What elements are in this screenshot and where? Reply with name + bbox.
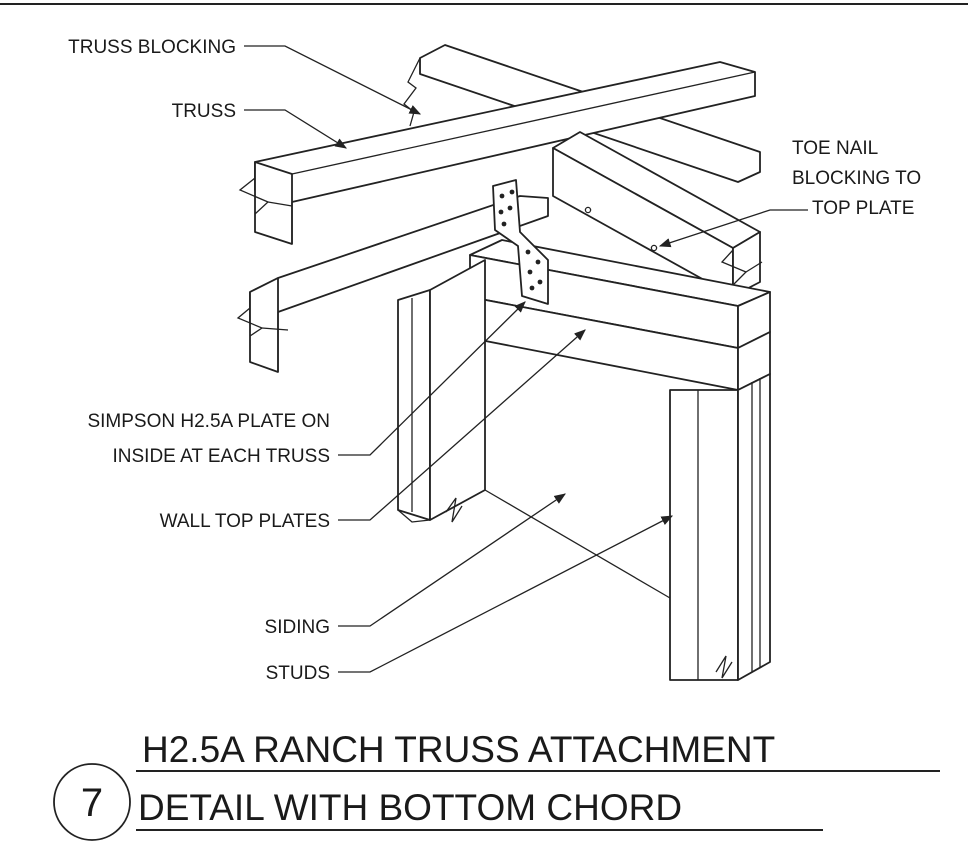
left-studs (397, 259, 486, 523)
blocking-box (552, 131, 763, 297)
label-wall-top-plates: WALL TOP PLATES (160, 511, 330, 532)
title-line1: H2.5A RANCH TRUSS ATTACHMENT (142, 729, 775, 770)
simpson-h2-5a-plate (492, 179, 549, 305)
title-block: H2.5A RANCH TRUSS ATTACHMENT DETAIL WITH… (53, 729, 940, 841)
siding-panel (484, 489, 671, 599)
label-truss-blocking: TRUSS BLOCKING (68, 37, 236, 58)
label-simpson-line1: SIMPSON H2.5A PLATE ON (87, 411, 330, 432)
right-studs (669, 373, 771, 681)
detail-number: 7 (81, 781, 103, 825)
label-toe-nail-line1: TOE NAIL (792, 138, 878, 159)
label-studs: STUDS (266, 663, 330, 684)
title-line2: DETAIL WITH BOTTOM CHORD (138, 787, 682, 828)
truss-bottom-chord (236, 195, 549, 373)
label-toe-nail-line2: BLOCKING TO (792, 168, 921, 189)
label-simpson-line2: INSIDE AT EACH TRUSS (113, 446, 331, 467)
leaders (244, 45, 808, 673)
label-truss: TRUSS (172, 101, 236, 122)
label-toe-nail-line3: TOP PLATE (812, 198, 914, 219)
detail-number-circle (53, 763, 131, 841)
truss-member (238, 61, 756, 245)
label-siding: SIDING (265, 617, 330, 638)
